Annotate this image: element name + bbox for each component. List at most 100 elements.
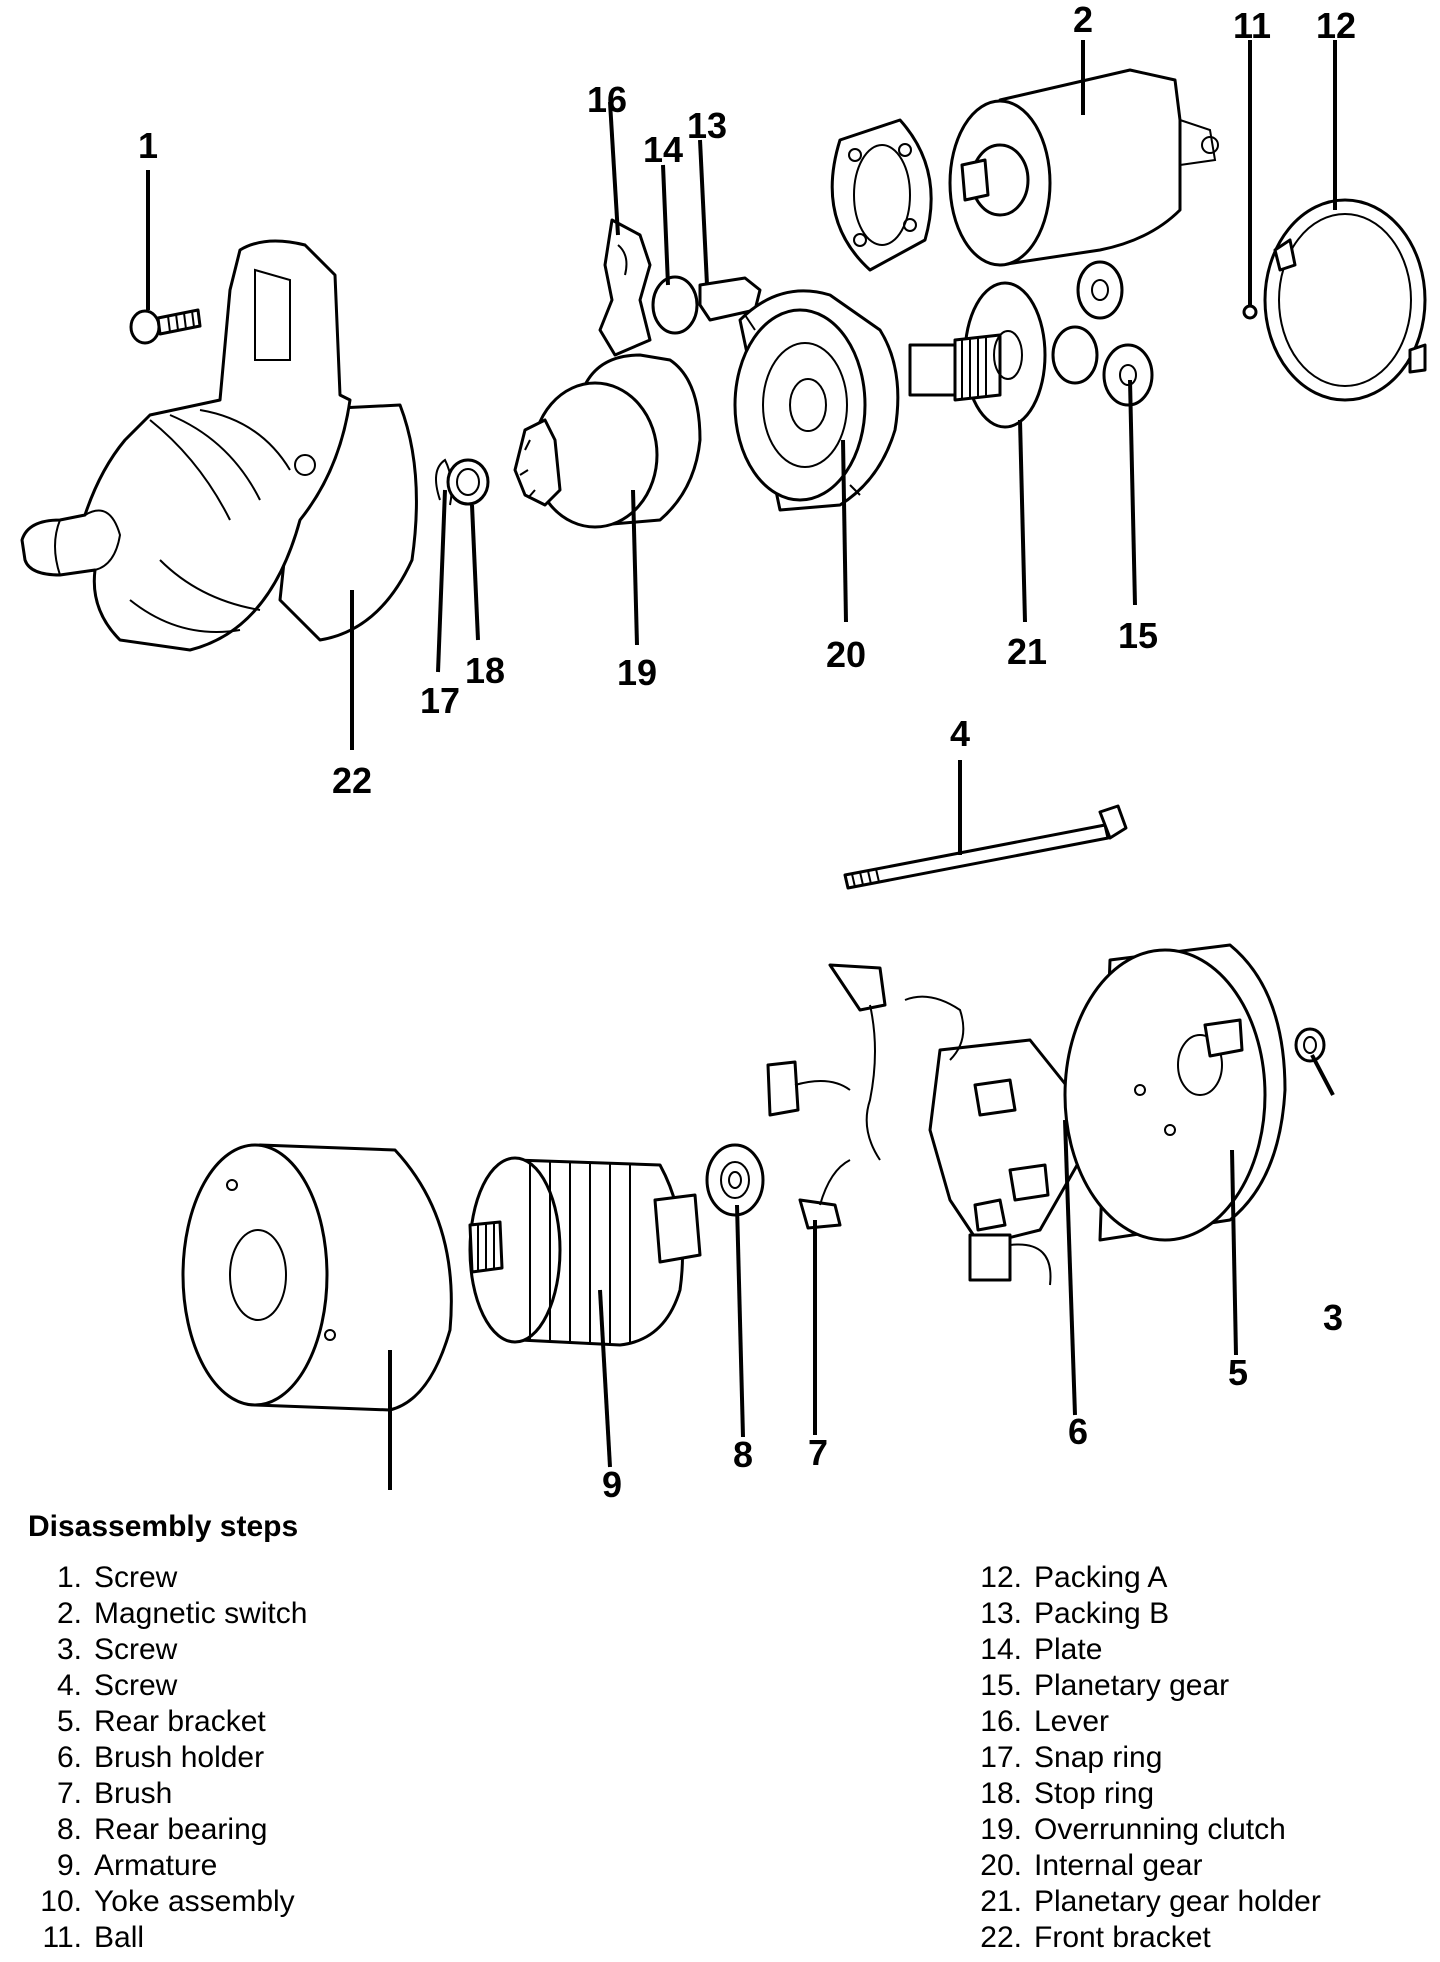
steps-list-right: 12.Packing A 13.Packing B 14.Plate 15.Pl…: [960, 1560, 1321, 1956]
step-number: 12.: [980, 1561, 1022, 1594]
callout-14: 14: [643, 129, 683, 170]
step-number: 18.: [980, 1777, 1022, 1810]
part-planetary-gears-15: [1051, 260, 1154, 407]
step-number: 7.: [56, 1777, 82, 1810]
step-item: 15.Planetary gear: [960, 1668, 1321, 1704]
callout-11: 11: [1233, 5, 1271, 46]
step-item: 12. Packing A: [960, 1560, 1321, 1596]
part-planetary-gear-holder-21: [908, 281, 1047, 429]
part-switch-gasket: [830, 118, 933, 272]
step-number: 1.: [56, 1561, 82, 1594]
callouts: 1 2 3 4 5 6 7 8 9 10 11 12 13 14 15 16 1…: [138, 0, 1356, 1500]
step-item: 22. Front bracket: [960, 1920, 1321, 1956]
callout-6: 6: [1068, 1411, 1088, 1452]
step-item: 9. Armature: [20, 1848, 307, 1884]
step-number: 15.: [980, 1669, 1022, 1702]
step-item: 3. Screw: [20, 1632, 307, 1668]
callout-21: 21: [1007, 631, 1047, 672]
step-label: Snap ring: [1034, 1741, 1163, 1774]
step-item: 16. Lever: [960, 1704, 1321, 1740]
callout-2: 2: [1073, 0, 1093, 40]
step-number: 8.: [56, 1813, 82, 1846]
step-item: 5.Rear bracket: [20, 1704, 307, 1740]
part-rear-bearing-8: [705, 1143, 765, 1217]
step-item: 17. Snap ring: [960, 1740, 1321, 1776]
part-yoke-assembly-10: [181, 1143, 453, 1412]
callout-5: 5: [1228, 1352, 1248, 1393]
part-brush-7: [766, 1060, 851, 1230]
step-label: Rear bracket: [94, 1705, 266, 1738]
part-long-screw-4: [843, 804, 1128, 890]
step-number: 6.: [56, 1741, 82, 1774]
callout-1: 1: [138, 125, 158, 166]
step-label: Brush holder: [94, 1741, 265, 1774]
step-item: 11. Ball: [20, 1920, 307, 1956]
step-label: Overrunning clutch: [1034, 1813, 1286, 1846]
step-label: Planetary gear holder: [1034, 1885, 1321, 1918]
callout-3: 3: [1323, 1297, 1343, 1338]
part-screw-3: [1294, 1027, 1326, 1063]
step-number: 17.: [980, 1741, 1022, 1774]
part-brush-holder-6: [828, 963, 1082, 1286]
callout-18: 18: [465, 650, 505, 691]
step-item: 2. Magnetic switch: [20, 1596, 307, 1632]
step-item: 21. Planetary gear holder: [960, 1884, 1321, 1920]
part-front-bracket-22: [20, 239, 418, 652]
callout-4: 4: [950, 713, 970, 754]
part-packing-a-12: [1263, 198, 1427, 402]
step-number: 16.: [980, 1705, 1022, 1738]
step-item: 4.Screw: [20, 1668, 307, 1704]
part-magnetic-switch-2: [948, 68, 1219, 267]
callout-7: 7: [808, 1432, 828, 1473]
step-number: 10.: [40, 1885, 82, 1918]
callout-22: 22: [332, 760, 372, 801]
step-item: 13. Packing B: [960, 1596, 1321, 1632]
step-label: Brush: [94, 1777, 173, 1810]
step-label: Front bracket: [1034, 1921, 1211, 1954]
callout-9: 9: [602, 1464, 622, 1500]
step-number: 22.: [980, 1921, 1022, 1954]
step-label: Yoke assembly: [94, 1885, 295, 1918]
part-internal-gear-20: [733, 289, 900, 512]
step-item: 8. Rear bearing: [20, 1812, 307, 1848]
step-label: Screw: [94, 1561, 178, 1594]
step-item: 6. Brush holder: [20, 1740, 307, 1776]
callout-16: 16: [587, 79, 627, 120]
step-number: 4.: [56, 1669, 82, 1702]
step-number: 20.: [980, 1849, 1022, 1882]
part-lever-16: [598, 218, 652, 357]
step-label: Packing A: [1034, 1561, 1168, 1594]
step-item: 1. Screw: [20, 1560, 307, 1596]
step-number: 9.: [56, 1849, 82, 1882]
callout-17: 17: [420, 680, 460, 721]
part-armature-9: [468, 1156, 702, 1347]
step-number: 11.: [42, 1921, 82, 1954]
step-label: Packing B: [1034, 1597, 1170, 1630]
steps-list-left: 1. Screw 2. Magnetic switch 3. Screw 4.Scre…: [20, 1560, 307, 1956]
step-label: Screw: [94, 1633, 178, 1666]
step-item: 7. Brush: [20, 1776, 307, 1812]
step-label: Armature: [94, 1849, 218, 1882]
step-item: 18. Stop ring: [960, 1776, 1321, 1812]
step-number: 3.: [56, 1633, 82, 1666]
step-number: 2.: [56, 1597, 82, 1630]
step-item: 10. Yoke assembly: [20, 1884, 307, 1920]
step-number: 21.: [980, 1885, 1022, 1918]
step-label: Rear bearing: [94, 1813, 268, 1846]
callout-19: 19: [617, 652, 657, 693]
step-label: Stop ring: [1034, 1777, 1155, 1810]
step-number: 13.: [980, 1597, 1022, 1630]
disassembly-steps-heading: Disassembly steps: [28, 1510, 299, 1543]
callout-15: 15: [1118, 615, 1158, 656]
part-rear-bracket-5: [1063, 943, 1287, 1242]
part-overrunning-clutch-19: [513, 353, 702, 529]
step-label: Ball: [94, 1921, 145, 1954]
part-plate-14: [651, 275, 699, 335]
step-number: 19.: [980, 1813, 1022, 1846]
part-ball-11: [1242, 304, 1258, 320]
callout-20: 20: [826, 634, 866, 675]
step-label: Magnetic switch: [94, 1597, 308, 1630]
leader-lines: [146, 40, 1337, 1490]
step-label: Lever: [1034, 1705, 1110, 1738]
exploded-starter-diagram: 1 2 3 4 5 6 7 8 9 10 11 12 13 14 15 16 1…: [20, 0, 1427, 1500]
